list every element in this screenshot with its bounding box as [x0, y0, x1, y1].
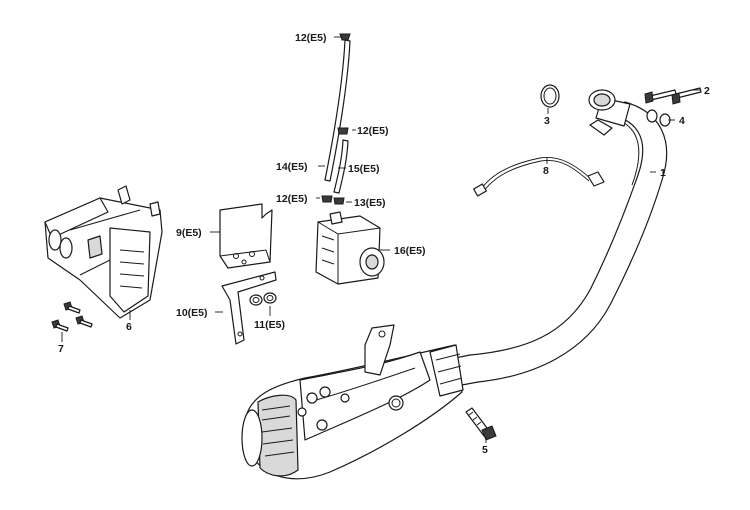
callout-7: 7 — [58, 343, 64, 355]
flange-nuts — [249, 292, 277, 306]
exhaust-pipe — [454, 89, 668, 386]
callout-12-low: 12(E5) — [276, 193, 308, 205]
callout-9: 9(E5) — [176, 227, 202, 239]
callout-12-top: 12(E5) — [295, 32, 327, 44]
callout-5: 5 — [482, 444, 488, 456]
canister-bracket — [219, 203, 273, 269]
callout-1: 1 — [660, 167, 666, 179]
muffler — [241, 324, 464, 480]
callout-10: 10(E5) — [176, 307, 208, 319]
callout-4: 4 — [679, 115, 685, 127]
mount-bracket — [221, 271, 277, 345]
bolt — [465, 407, 497, 441]
gasket — [540, 84, 560, 108]
nuts — [646, 109, 671, 127]
callout-16: 16(E5) — [394, 245, 426, 257]
leader-lines — [61, 36, 700, 443]
callout-6: 6 — [126, 321, 132, 333]
callout-8: 8 — [543, 165, 549, 177]
hoses — [321, 33, 351, 205]
heat-shield — [44, 185, 163, 319]
oxygen-sensor — [473, 157, 605, 197]
callout-13: 13(E5) — [354, 197, 386, 209]
callout-12-mid: 12(E5) — [357, 125, 389, 137]
charcoal-canister — [315, 211, 385, 285]
screws — [51, 301, 93, 332]
callout-14: 14(E5) — [276, 161, 308, 173]
callout-15: 15(E5) — [348, 163, 380, 175]
studs — [644, 87, 702, 105]
callout-2: 2 — [704, 85, 710, 97]
callout-3: 3 — [544, 115, 550, 127]
callout-11: 11(E5) — [254, 319, 285, 331]
